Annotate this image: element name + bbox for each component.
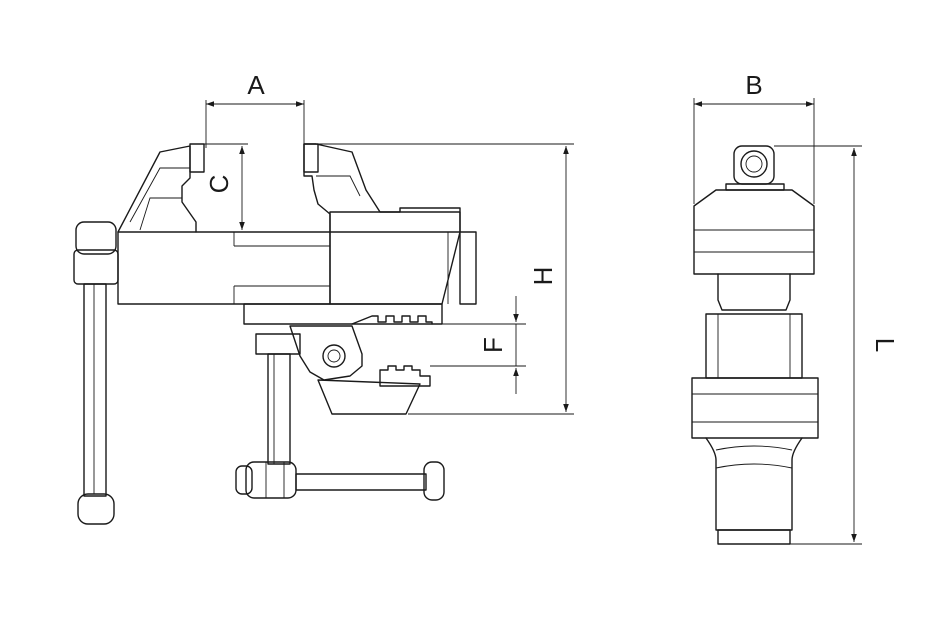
front-vise-body: [691, 145, 819, 545]
dimension-a: A: [205, 70, 305, 148]
dimension-h: H: [318, 143, 574, 415]
dimension-label-a: A: [247, 70, 265, 100]
dimension-label-h: H: [528, 267, 558, 286]
dimension-label-c: C: [204, 175, 234, 194]
dimension-f: F: [430, 296, 526, 394]
dimension-label-b: B: [745, 70, 762, 100]
side-view: A C H F: [73, 70, 574, 525]
dimension-c: C: [204, 143, 248, 230]
dimension-label-f: F: [478, 337, 508, 353]
front-view: B L: [691, 70, 900, 545]
clamp-screw: [235, 333, 445, 501]
vise-body: [117, 143, 477, 415]
dimension-b: B: [693, 70, 815, 204]
dimension-l: L: [774, 145, 900, 545]
dimension-label-l: L: [870, 338, 900, 352]
main-handle: [73, 221, 119, 525]
